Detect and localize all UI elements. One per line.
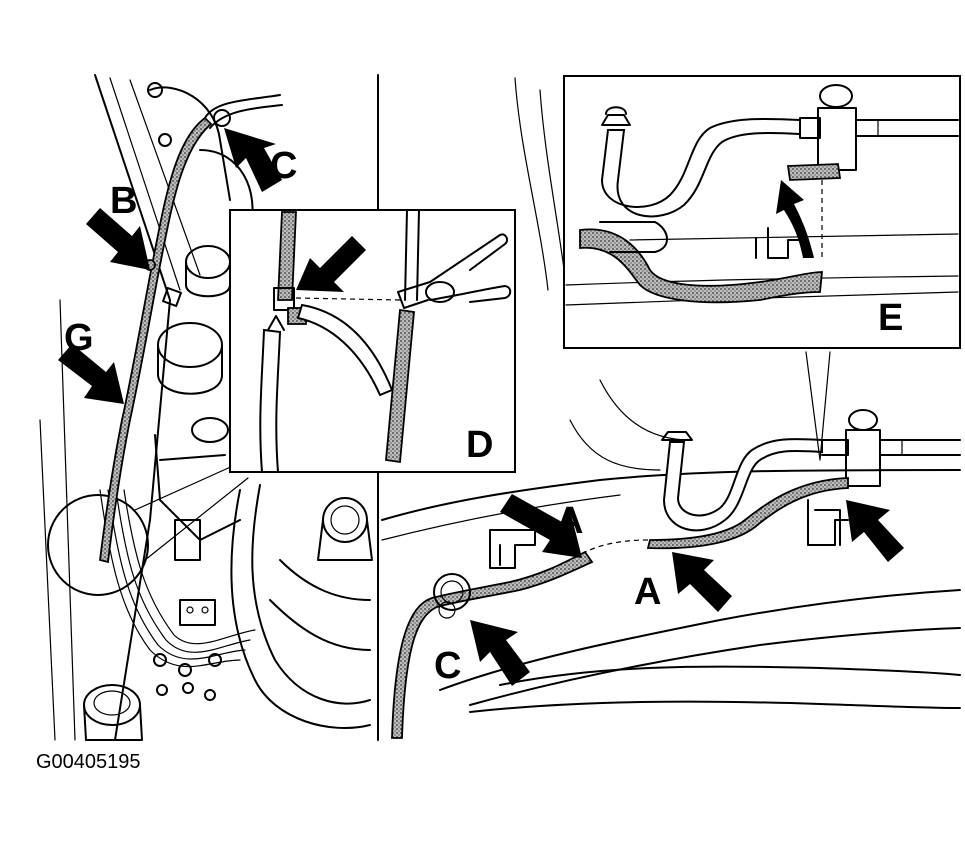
arrow-a-upper	[500, 494, 582, 558]
arrow-d	[296, 236, 366, 292]
arrow-c-top	[224, 128, 282, 192]
curved-arrow-e	[776, 180, 814, 258]
inset-e-leader	[805, 351, 831, 461]
inset-d-detail	[229, 209, 516, 473]
label-a-lower: A	[634, 571, 661, 613]
label-g: G	[64, 317, 94, 359]
label-b: B	[110, 180, 137, 222]
figure-caption: G00405195	[36, 751, 141, 773]
label-c-lower: C	[434, 645, 461, 687]
arrow-a-lower	[672, 552, 732, 612]
arrow-g	[58, 344, 124, 404]
arrow-c-lower	[470, 620, 530, 686]
label-e: E	[878, 297, 903, 339]
label-c-top: C	[270, 145, 297, 187]
arrow-right-bracket	[846, 500, 904, 562]
arrow-b	[86, 208, 150, 270]
routing-view	[381, 77, 961, 739]
inset-e-detail	[563, 75, 961, 349]
label-a-upper: A	[556, 500, 583, 542]
label-d: D	[466, 424, 493, 466]
